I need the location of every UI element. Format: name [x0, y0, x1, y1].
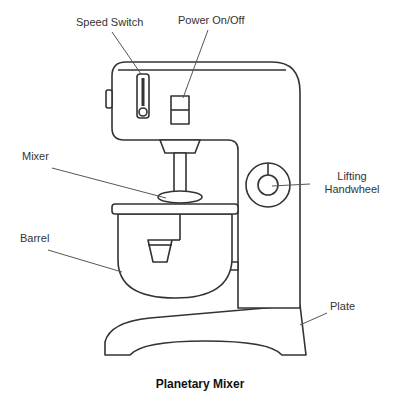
barrel-body — [118, 214, 232, 298]
power-switch — [171, 96, 189, 124]
speed-switch-lever — [142, 78, 145, 106]
beater-stem — [179, 214, 181, 240]
mixer-hub — [160, 140, 200, 153]
leader-line — [272, 184, 310, 186]
figure-caption: Planetary Mixer — [0, 377, 400, 391]
leader-line — [48, 250, 122, 272]
head-column — [112, 62, 300, 308]
handwheel-spoke — [267, 163, 269, 175]
part-label: Plate — [330, 300, 390, 313]
beater-cup-rim — [148, 244, 172, 246]
mixer-disc — [158, 191, 202, 203]
side-knob — [106, 90, 112, 108]
beater-link — [172, 239, 180, 241]
base-plate — [105, 305, 306, 355]
part-label: Lifting Handwheel — [310, 170, 394, 196]
head-seam — [118, 69, 286, 71]
beater-cup — [148, 240, 172, 262]
leader-line — [300, 313, 327, 325]
leader-line — [112, 32, 141, 74]
leader-line — [183, 30, 208, 98]
part-label: Mixer — [22, 150, 82, 163]
speed-switch-plate — [137, 74, 149, 118]
mixer-shaft — [174, 153, 186, 193]
part-label: Power On/Off — [178, 14, 268, 27]
handwheel-hub — [258, 175, 278, 195]
leader-line — [52, 168, 166, 198]
barrel-rim — [112, 204, 238, 214]
power-switch-divider — [171, 109, 189, 111]
part-label: Speed Switch — [76, 16, 166, 29]
part-label: Barrel — [20, 232, 80, 245]
speed-switch-pivot — [139, 108, 147, 116]
